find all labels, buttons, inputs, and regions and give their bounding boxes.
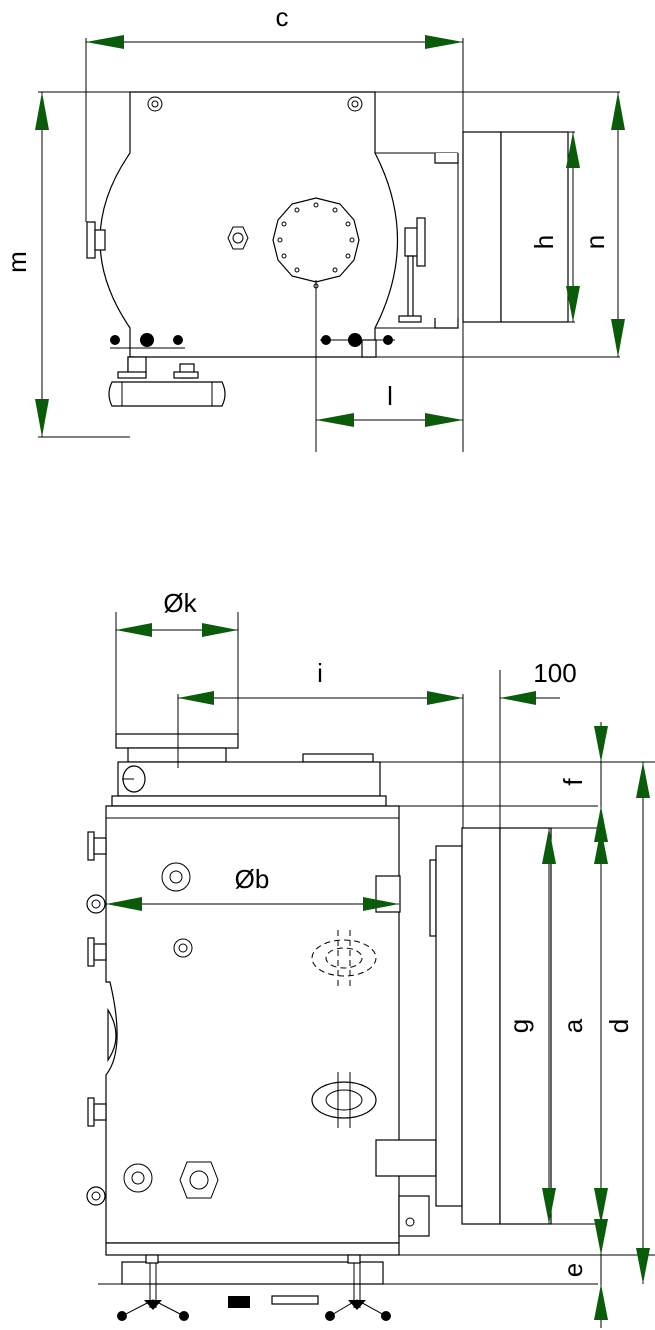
dim-label-c: c — [276, 2, 289, 32]
dim-label-d: d — [604, 1019, 634, 1033]
dim-label-f: f — [558, 778, 588, 786]
dim-label-k: Øk — [163, 588, 197, 618]
top-view-motor — [462, 131, 502, 323]
top-view: c m h n l — [2, 2, 625, 452]
dim-label-m: m — [2, 251, 32, 273]
dim-label-b: Øb — [235, 864, 270, 894]
dim-label-h: h — [529, 235, 559, 249]
side-view: Øk i 100 Øb f g a d e — [86, 588, 655, 1328]
dim-label-n: n — [580, 235, 610, 249]
dim-label-e: e — [558, 1263, 588, 1277]
dim-label-i: i — [317, 658, 323, 688]
top-view-tank — [108, 381, 226, 407]
side-view-motor — [461, 827, 501, 1225]
top-view-flange — [272, 197, 360, 283]
side-view-inlet — [115, 733, 239, 749]
dim-label-l: l — [387, 381, 393, 411]
dim-label-a: a — [558, 1018, 588, 1033]
flange-holes — [277, 202, 355, 289]
dim-label-g: g — [504, 1019, 534, 1033]
dim-label-100: 100 — [533, 658, 576, 688]
